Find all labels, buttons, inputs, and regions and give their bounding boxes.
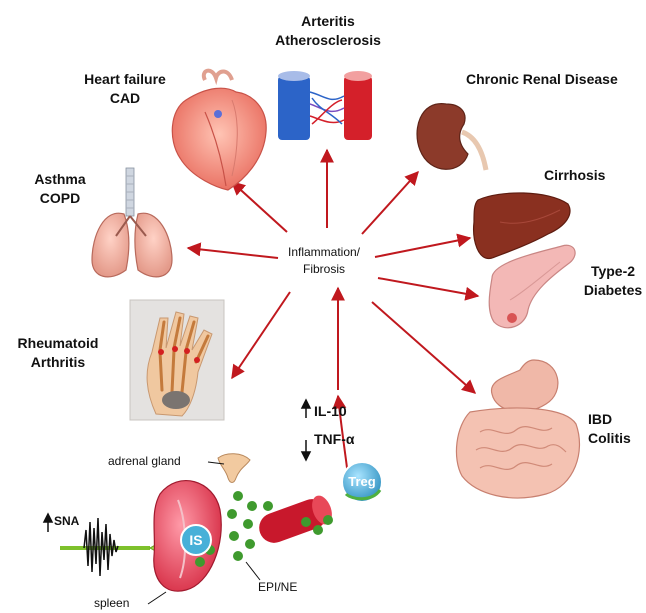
- arrow-liver: [375, 238, 470, 257]
- kidney-label: Chronic Renal Disease: [466, 70, 618, 89]
- liver-label-line-1: Cirrhosis: [544, 166, 605, 185]
- lungs-label-line-2: COPD: [28, 189, 92, 208]
- pancreas-label-line-2: Diabetes: [580, 281, 646, 300]
- hand-label: Rheumatoid Arthritis: [6, 334, 110, 372]
- il10-label: IL-10: [314, 402, 347, 420]
- pancreas-label: Type-2 Diabetes: [580, 262, 646, 300]
- arrow-heart: [232, 182, 287, 232]
- arrow-gut: [372, 302, 475, 393]
- heart-label-line-1: Heart failure: [70, 70, 180, 89]
- center-line-2: Fibrosis: [274, 261, 374, 278]
- gut-label-line-1: IBD: [588, 410, 631, 429]
- vessels-label-line-1: Arteritis: [268, 12, 388, 31]
- arrow-hand: [232, 292, 290, 378]
- heart-label: Heart failure CAD: [70, 70, 180, 108]
- vessels-illustration: [278, 71, 372, 140]
- inflammation-fibrosis-label: Inflammation/ Fibrosis: [274, 244, 374, 278]
- sna-label: SNA: [54, 512, 79, 531]
- kidney-label-line-1: Chronic Renal Disease: [466, 70, 618, 89]
- lungs-label-line-1: Asthma: [28, 170, 92, 189]
- hand-label-line-2: Arthritis: [6, 353, 110, 372]
- spleen-label: spleen: [94, 594, 129, 613]
- gut-label-line-2: Colitis: [588, 429, 631, 448]
- vessels-label-line-2: Atherosclerosis: [268, 31, 388, 50]
- arrow-kidney: [362, 172, 418, 234]
- hand-illustration: [130, 300, 224, 420]
- gut-illustration: [456, 360, 579, 498]
- pancreas-label-line-1: Type-2: [580, 262, 646, 281]
- adrenal-gland-label: adrenal gland: [108, 452, 181, 471]
- pancreas-illustration: [489, 245, 575, 327]
- vessels-label: Arteritis Atherosclerosis: [268, 12, 388, 50]
- arrow-lungs: [188, 248, 278, 258]
- kidney-illustration: [417, 104, 486, 170]
- center-line-1: Inflammation/: [274, 244, 374, 261]
- epi-ne-label: EPI/NE: [258, 578, 297, 597]
- arrow-pancreas: [378, 278, 478, 296]
- treg-cell-label: Treg: [342, 473, 382, 491]
- lungs-illustration: [92, 168, 172, 277]
- heart-illustration: [172, 71, 266, 190]
- sna-signal-trace: [84, 518, 118, 576]
- liver-label: Cirrhosis: [544, 166, 605, 185]
- tnf-alpha-label: TNF-α: [314, 430, 354, 448]
- adrenal-gland-illustration: [218, 454, 250, 483]
- gut-label: IBD Colitis: [588, 410, 631, 448]
- heart-label-line-2: CAD: [70, 89, 180, 108]
- hand-label-line-1: Rheumatoid: [6, 334, 110, 353]
- is-cell-label: IS: [181, 530, 211, 550]
- lungs-label: Asthma COPD: [28, 170, 92, 208]
